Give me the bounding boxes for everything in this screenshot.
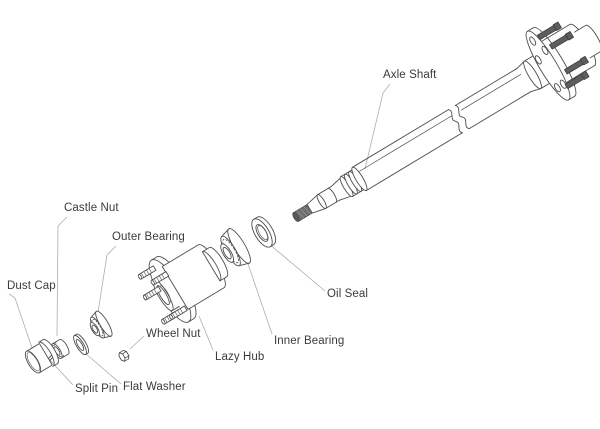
leader-axle-shaft	[364, 83, 391, 170]
label-oil-seal: Oil Seal	[327, 288, 369, 300]
axle-shaft-drawing	[292, 21, 600, 222]
label-dust-cap: Dust Cap	[7, 280, 56, 292]
leader-wheel-nut	[129, 335, 145, 350]
flange-studs	[536, 21, 590, 90]
label-castle-nut: Castle Nut	[64, 202, 119, 214]
leader-split-pin	[48, 358, 74, 386]
dust-cap-drawing	[24, 339, 59, 374]
label-outer-bearing: Outer Bearing	[112, 231, 185, 243]
leader-castle-nut	[56, 216, 68, 337]
label-inner-bearing: Inner Bearing	[274, 335, 345, 347]
label-lazy-hub: Lazy Hub	[215, 351, 265, 363]
label-split-pin: Split Pin	[75, 383, 119, 395]
lazy-hub-drawing	[137, 244, 229, 325]
oil-seal-drawing	[251, 216, 277, 248]
leader-lazy-hub	[198, 315, 214, 351]
leader-dust-cap	[8, 293, 33, 349]
label-flat-washer: Flat Washer	[123, 381, 186, 393]
leader-inner-bearing	[247, 263, 273, 335]
outer-bearing-drawing	[89, 310, 113, 339]
hub-studs	[137, 265, 188, 325]
flat-washer-drawing	[73, 333, 90, 356]
leader-oil-seal	[267, 242, 326, 292]
leader-lines	[8, 83, 391, 386]
label-wheel-nut: Wheel Nut	[146, 328, 201, 340]
label-axle-shaft: Axle Shaft	[383, 69, 437, 81]
leader-outer-bearing	[97, 245, 117, 313]
flange-bolt-holes	[529, 36, 567, 93]
inner-bearing-drawing	[220, 228, 251, 267]
leader-flat-washer	[84, 352, 122, 385]
wheel-nut-drawing	[118, 349, 130, 362]
